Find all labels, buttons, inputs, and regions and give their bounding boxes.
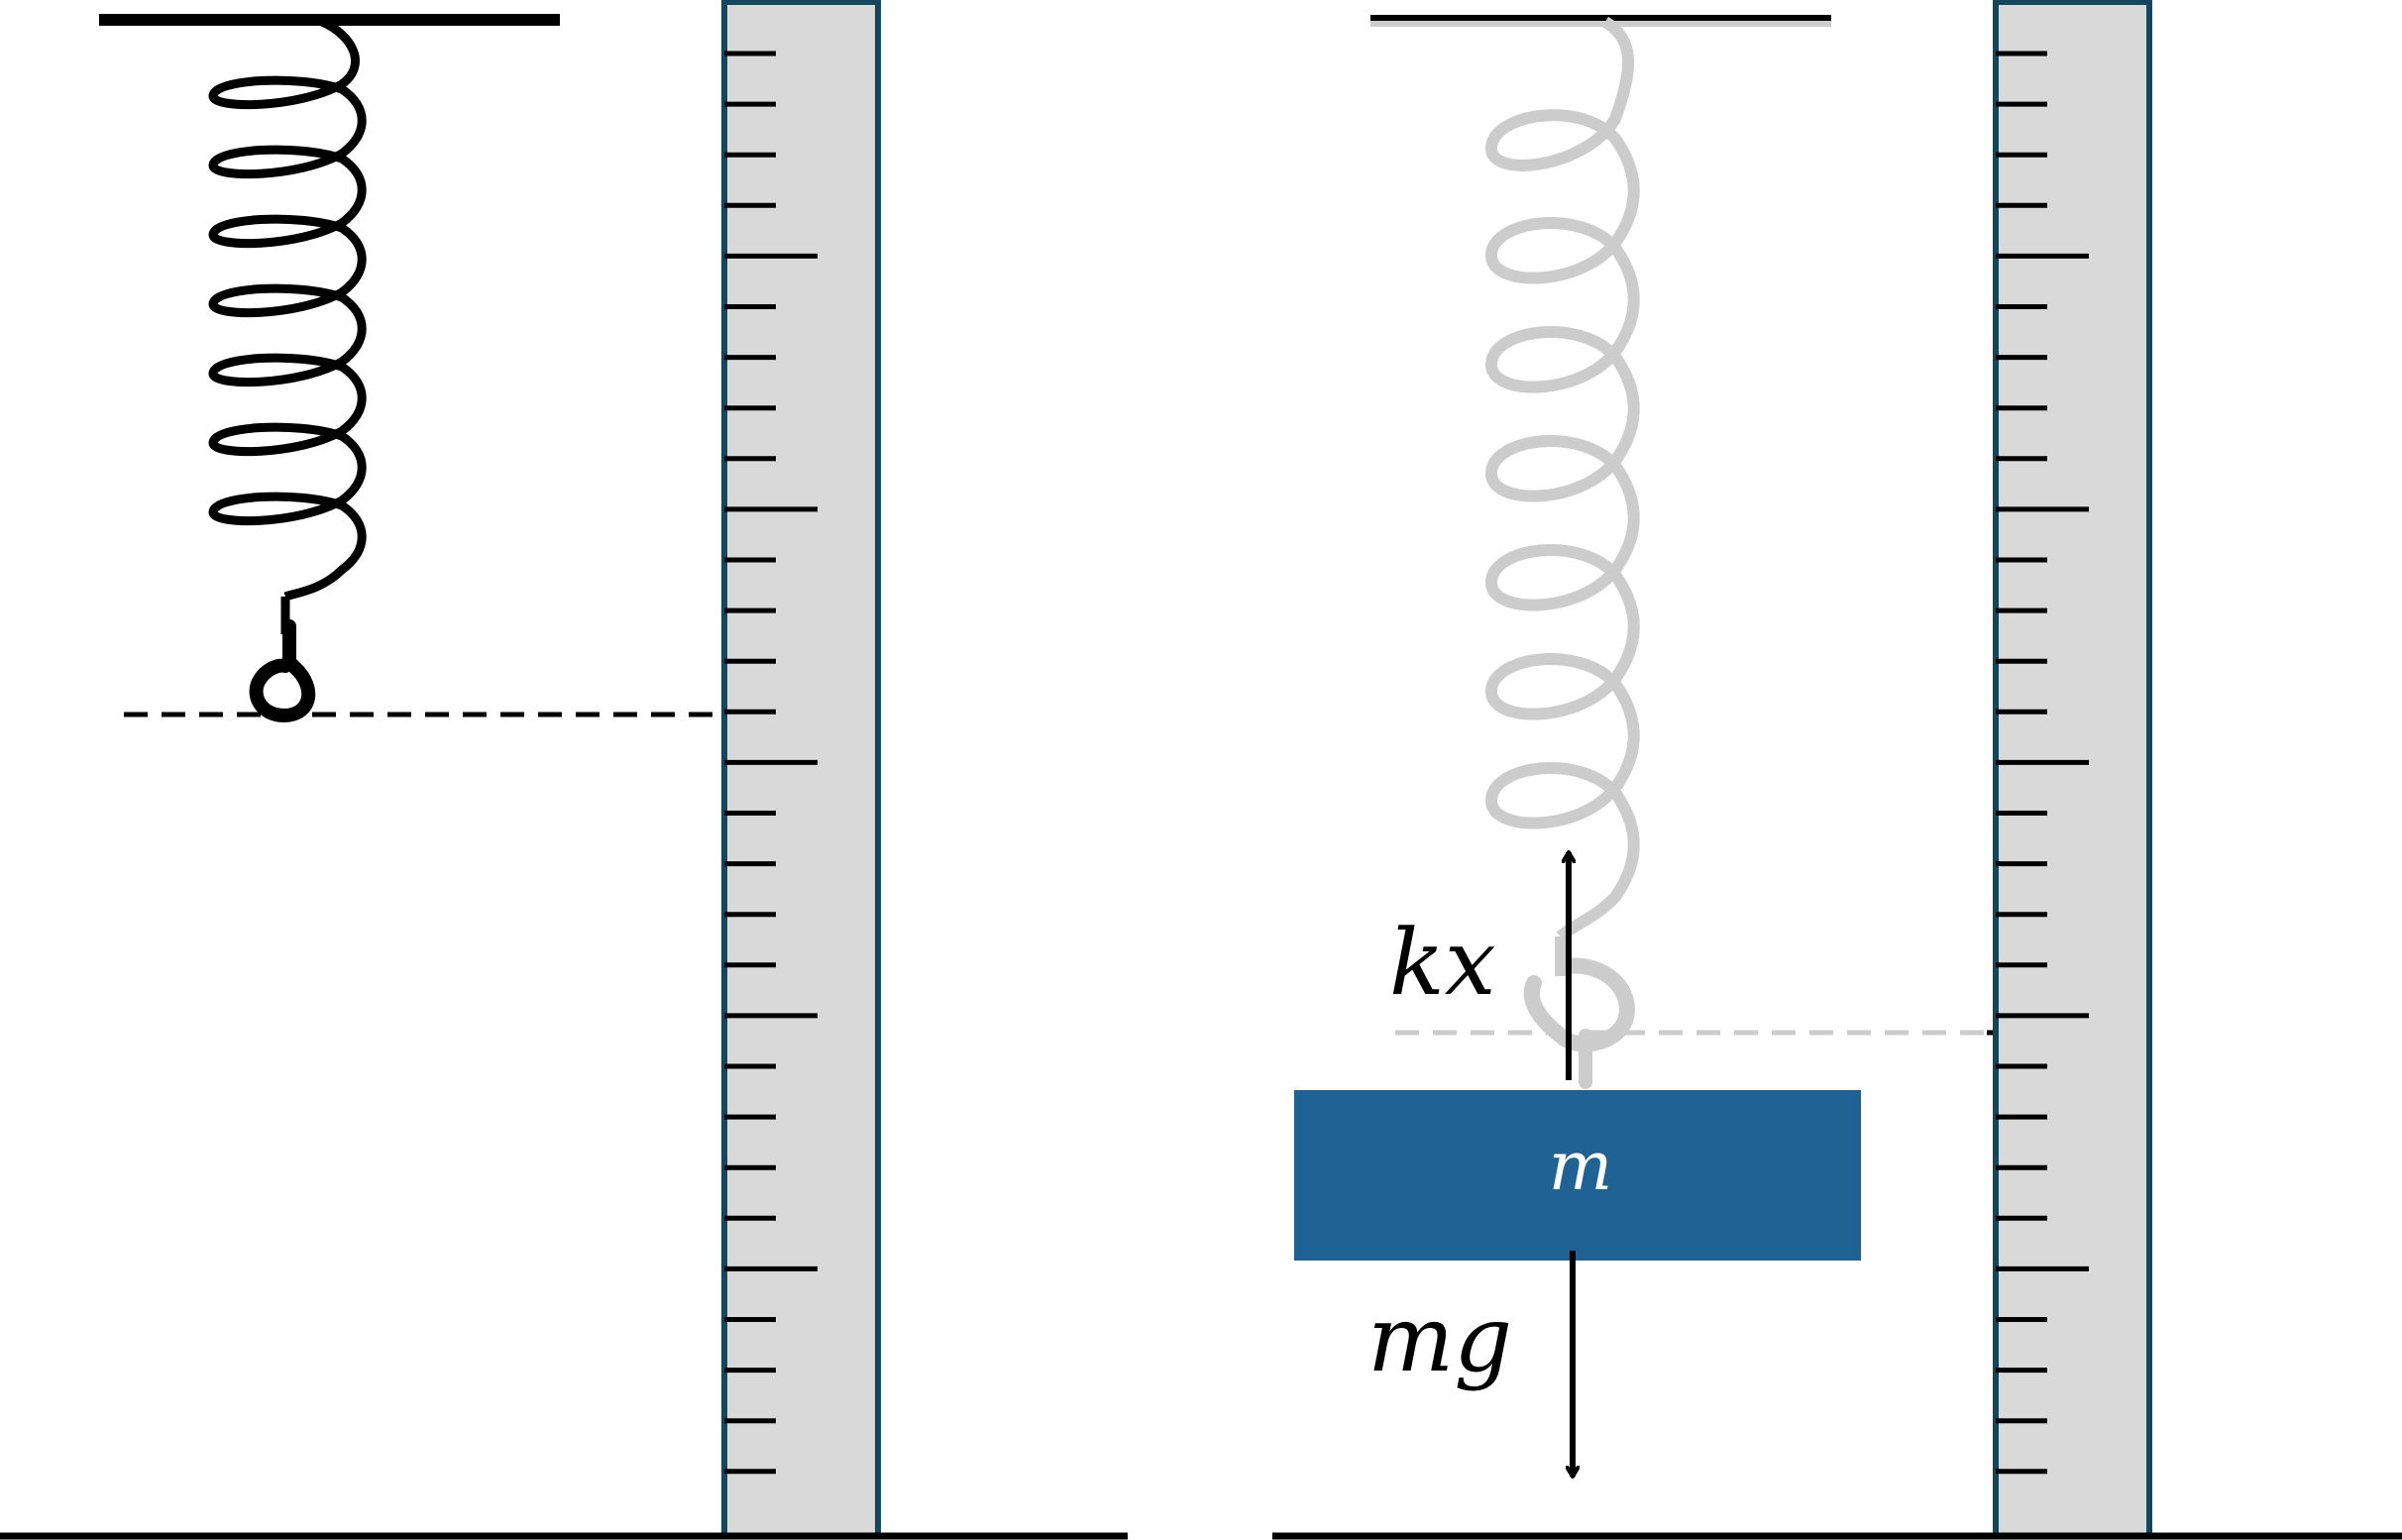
left-spring [208,17,367,602]
mass-block [1294,1090,1861,1261]
left-ruler [721,0,881,1539]
right-setup: kx m mg [1272,0,2402,1540]
right-ruler [1993,0,2152,1539]
mass-label: m [1549,1128,1612,1206]
right-hook [1523,936,1635,1089]
left-setup [0,0,1128,1540]
weight-label: mg [1367,1286,1512,1392]
left-hook [249,597,316,722]
right-spring [1485,16,1640,941]
spring-force-label: kx [1389,910,1496,1016]
